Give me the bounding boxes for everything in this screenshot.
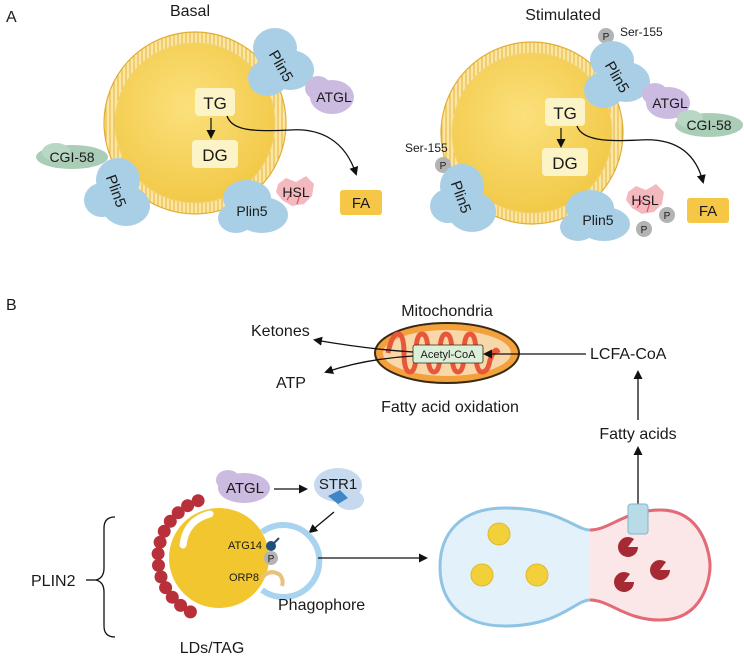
svg-text:P: P bbox=[268, 554, 275, 565]
plin2-bead bbox=[171, 506, 185, 520]
svg-text:ATGL: ATGL bbox=[226, 480, 264, 497]
basal-dg-label: DG bbox=[202, 146, 228, 165]
svg-text:CGI-58: CGI-58 bbox=[49, 149, 94, 165]
plin2-bracket bbox=[95, 516, 116, 638]
svg-text:ATGL: ATGL bbox=[316, 89, 352, 105]
stim-cgi58: CGI-58 bbox=[675, 110, 743, 137]
plin2-beads bbox=[151, 494, 205, 619]
panel-label-b: B bbox=[6, 297, 17, 314]
mito-title: Mitochondria bbox=[401, 303, 493, 320]
basal-diagram: Basal TG DG Plin5 ATGL CGI-58 bbox=[36, 3, 382, 233]
stim-tg-box bbox=[545, 98, 585, 126]
stim-dg-box bbox=[542, 148, 588, 176]
plin2-bead bbox=[191, 494, 205, 508]
stim-ser-top: Ser-155 bbox=[620, 25, 663, 39]
svg-text:CGI-58: CGI-58 bbox=[686, 117, 731, 133]
stim-fa-box bbox=[687, 198, 729, 223]
mitochondrion: Mitochondria Acetyl-CoA bbox=[374, 303, 520, 384]
atg14-label: ATG14 bbox=[228, 540, 262, 552]
phagophore: P bbox=[260, 522, 323, 600]
plin2-bead bbox=[151, 547, 165, 561]
plin2-bead bbox=[163, 514, 177, 528]
plin2-bead bbox=[152, 558, 165, 572]
stim-p-hsl-1 bbox=[636, 221, 652, 237]
fatty-acids-label: Fatty acids bbox=[599, 426, 676, 443]
autolysosome bbox=[438, 503, 712, 628]
plin2-bead bbox=[183, 605, 197, 619]
plin2-bead bbox=[157, 524, 171, 538]
basal-cgi58: CGI-58 bbox=[36, 143, 108, 169]
svg-text:Plin5: Plin5 bbox=[582, 212, 613, 228]
fao-label: Fatty acid oxidation bbox=[381, 399, 519, 416]
svg-text:P: P bbox=[641, 225, 648, 236]
svg-text:STR1: STR1 bbox=[319, 476, 357, 493]
stim-tg-fa-arrow bbox=[576, 125, 706, 184]
plin2-bead bbox=[154, 570, 168, 584]
basal-fa-box bbox=[340, 190, 382, 215]
basal-atgl: ATGL bbox=[305, 76, 354, 114]
stim-p-top bbox=[598, 28, 614, 44]
svg-text:P: P bbox=[664, 211, 671, 222]
basal-plin5-top: Plin5 bbox=[248, 28, 314, 96]
ketones-arrow bbox=[313, 336, 414, 353]
svg-text:HSL: HSL bbox=[282, 184, 309, 200]
basal-fa-label: FA bbox=[352, 195, 370, 212]
svg-text:HSL: HSL bbox=[631, 192, 658, 208]
stimulated-diagram: Stimulated TG DG P Ser-155 Plin5 ATGL bbox=[405, 7, 743, 241]
stim-hsl: HSL bbox=[626, 184, 664, 214]
basal-tg-box bbox=[195, 88, 235, 116]
ketones-label: Ketones bbox=[251, 323, 310, 340]
plin2-bead bbox=[165, 590, 179, 604]
basal-plin5-left: Plin5 bbox=[84, 158, 150, 226]
plin2-label: PLIN2 bbox=[31, 573, 76, 590]
panel-label-a: A bbox=[6, 9, 17, 26]
plin2-bead bbox=[174, 598, 188, 612]
stim-atgl: ATGL bbox=[642, 83, 690, 119]
basal-plin5-bottom: Plin5 bbox=[218, 180, 288, 233]
atp-label: ATP bbox=[276, 375, 306, 392]
acetyl-coa-label: Acetyl-CoA bbox=[420, 349, 476, 361]
stim-p-hsl-2 bbox=[659, 207, 675, 223]
plin2-bead bbox=[153, 535, 167, 549]
basal-dg-box bbox=[192, 140, 238, 168]
svg-text:P: P bbox=[603, 32, 610, 43]
basal-tg-label: TG bbox=[203, 94, 227, 113]
str1-phagophore-arrow bbox=[308, 511, 335, 534]
stim-p-left bbox=[435, 157, 451, 173]
plin2-bead bbox=[159, 581, 173, 595]
b-atgl: ATGL bbox=[216, 470, 270, 503]
phagophore-label: Phagophore bbox=[278, 597, 365, 614]
stim-fa-label: FA bbox=[699, 203, 717, 220]
stim-plin5-left: Plin5 bbox=[430, 164, 496, 232]
lds-label: LDs/TAG bbox=[180, 640, 245, 657]
stim-tg-label: TG bbox=[553, 104, 577, 123]
stim-dg-label: DG bbox=[552, 154, 578, 173]
stimulated-title: Stimulated bbox=[525, 7, 601, 24]
lcfa-coa-label: LCFA-CoA bbox=[590, 346, 667, 363]
basal-title: Basal bbox=[170, 3, 210, 20]
stim-plin5-top: Plin5 bbox=[584, 41, 650, 108]
plin2-bead bbox=[181, 499, 195, 513]
orp8-label: ORP8 bbox=[229, 572, 259, 584]
svg-text:ATGL: ATGL bbox=[652, 95, 688, 111]
svg-text:Plin5: Plin5 bbox=[236, 203, 267, 219]
basal-hsl: HSL bbox=[276, 176, 314, 206]
svg-text:P: P bbox=[440, 161, 447, 172]
atp-arrow bbox=[324, 355, 414, 375]
lipid-droplet-b bbox=[169, 508, 269, 608]
str1: STR1 bbox=[314, 468, 364, 510]
stim-plin5-bottom: Plin5 bbox=[560, 190, 630, 241]
basal-tg-fa-arrow bbox=[226, 115, 359, 176]
stim-ser-left: Ser-155 bbox=[405, 141, 448, 155]
